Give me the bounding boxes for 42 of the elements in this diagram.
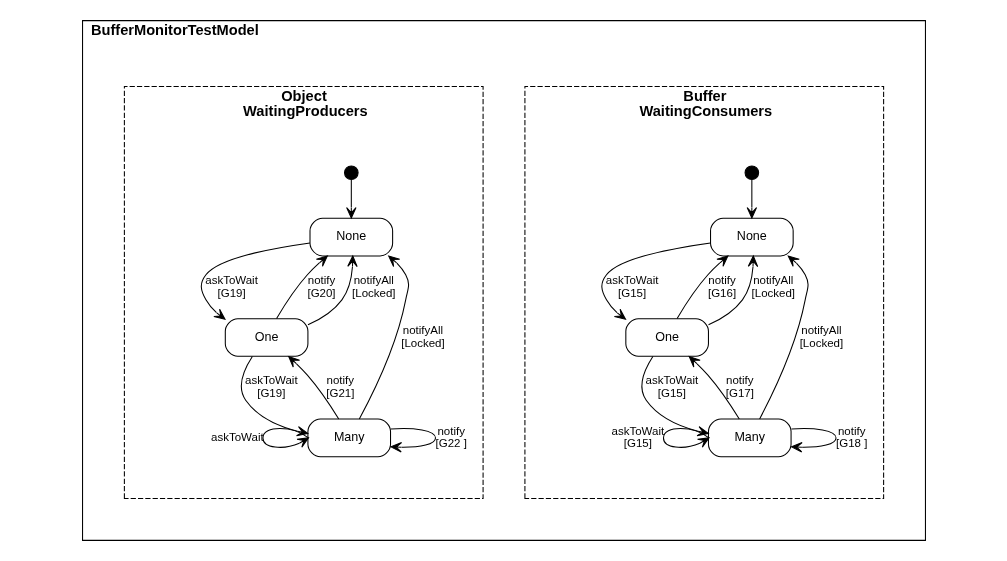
node-box: One bbox=[624, 318, 709, 357]
node-circle bbox=[744, 165, 759, 181]
edge-label: notify [G16] bbox=[707, 273, 736, 299]
arrow bbox=[389, 427, 436, 453]
edge-label: askToWait [G19] bbox=[244, 374, 298, 399]
node-box: One bbox=[224, 318, 308, 357]
node-box: None bbox=[309, 217, 393, 257]
edge-label: notify [G21] bbox=[325, 374, 354, 399]
edge-label: notifyAll [Locked] bbox=[751, 273, 795, 299]
arrow bbox=[746, 179, 757, 219]
edge-label: askToWait [G15] bbox=[605, 273, 658, 299]
edge-label: askToWait [G19] bbox=[204, 273, 258, 299]
edge-label: notifyAll [Locked] bbox=[799, 324, 843, 349]
arrow bbox=[287, 356, 339, 420]
arrow bbox=[345, 179, 357, 219]
edge-label: askToWait bbox=[210, 430, 264, 443]
edge-label: notifyAll [Locked] bbox=[400, 324, 445, 349]
edge-label: notify [G17] bbox=[725, 374, 754, 399]
edge-label: notifyAll [Locked] bbox=[351, 273, 396, 299]
edge-label: notify [G22 ] bbox=[435, 424, 467, 450]
node-circle bbox=[343, 165, 359, 181]
arrow bbox=[758, 255, 809, 420]
edge-label: notify [G20] bbox=[306, 273, 336, 299]
arrow bbox=[358, 255, 409, 420]
node-box: Many bbox=[707, 418, 792, 458]
arrow bbox=[200, 242, 311, 320]
arrow bbox=[662, 427, 709, 448]
arrow bbox=[306, 255, 358, 326]
arrow bbox=[688, 356, 740, 420]
arrow bbox=[275, 255, 328, 319]
arrow bbox=[707, 255, 758, 326]
arrow bbox=[600, 242, 711, 320]
edge-label: askToWait [G15] bbox=[611, 424, 664, 450]
node-box: Many bbox=[306, 418, 391, 458]
arrow bbox=[261, 427, 309, 448]
node-box: None bbox=[709, 217, 794, 257]
arrow bbox=[240, 356, 308, 437]
arrow bbox=[790, 427, 837, 453]
edge-label: askToWait [G15] bbox=[645, 374, 698, 399]
edge-label: notify [G18 ] bbox=[835, 424, 867, 450]
arrow bbox=[640, 356, 709, 437]
arrow bbox=[676, 255, 728, 319]
